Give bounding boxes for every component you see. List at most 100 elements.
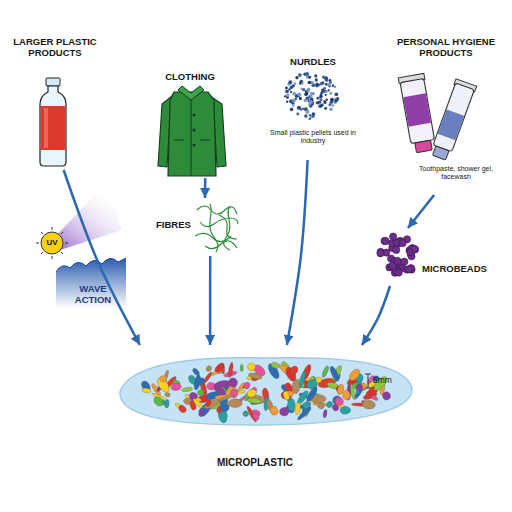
item-heading: MICROPLASTIC <box>115 457 395 469</box>
nurdle-pellets <box>319 95 322 98</box>
nurdle-pellets <box>310 92 314 96</box>
jacket-icon <box>178 86 204 100</box>
nurdle-pellets <box>297 92 301 96</box>
jacket-icon <box>158 86 226 176</box>
nurdle-pellets <box>325 99 327 101</box>
nurdle-pellets <box>314 74 317 77</box>
plastic-fragment <box>302 400 312 409</box>
plastic-fragment <box>205 365 213 373</box>
nurdle-pellets <box>290 108 294 112</box>
sun-symbol <box>61 232 63 234</box>
microbead-cluster <box>395 269 402 276</box>
nurdle-pellets <box>318 101 321 104</box>
nurdle-pellets <box>327 83 331 87</box>
item-heading: CLOTHING <box>145 72 235 83</box>
microbead-cluster <box>382 238 389 245</box>
nurdle-pellets <box>304 114 307 117</box>
sun-symbol <box>65 243 68 244</box>
plastic-fragment <box>155 376 172 395</box>
plastic-fragment <box>362 400 376 410</box>
plastic-pile <box>120 358 412 425</box>
plastic-fragment <box>316 377 322 383</box>
plastic-fragment <box>164 392 170 397</box>
sun-symbol <box>36 243 39 244</box>
fibres-icon <box>205 241 237 249</box>
nurdle-pellets <box>332 104 335 107</box>
microbead-cluster <box>411 246 418 253</box>
plastic-fragment <box>287 398 295 411</box>
nurdle-pellets <box>320 82 324 86</box>
plastic-fragment <box>152 395 165 408</box>
nurdle-pellets <box>286 101 288 103</box>
plastic-fragment <box>193 374 202 390</box>
flow-arrow <box>209 256 212 345</box>
item-description: Toothpaste, shower gel, facewash <box>414 165 498 181</box>
nurdle-pellets <box>324 107 327 110</box>
source-item: LARGER PLASTIC PRODUCTS <box>7 35 103 170</box>
nurdle-pellets <box>332 84 335 87</box>
plastic-fragment <box>160 376 167 382</box>
sun-symbol <box>41 252 43 254</box>
plastic-fragment <box>331 403 340 412</box>
source-item: NURDLESSmall plastic pellets used in ind… <box>268 55 358 160</box>
bottle-icon <box>46 78 60 86</box>
microbead-cluster <box>401 258 408 265</box>
gel-tube <box>432 146 449 160</box>
nurdle-pellets <box>301 82 303 84</box>
bottle-icon <box>41 106 66 150</box>
nurdle-pellets <box>306 88 310 92</box>
item-heading: MICROBEADS <box>422 264 490 275</box>
nurdle-pellets <box>312 115 315 118</box>
plastic-fragment <box>215 394 227 399</box>
gel-tube <box>429 79 477 162</box>
plastic-fragment <box>141 388 151 394</box>
microbead-cluster <box>377 250 384 257</box>
nurdle-pellets <box>334 99 338 103</box>
plastic-fragment <box>192 397 204 409</box>
plastic-fragment <box>282 390 290 400</box>
jacket-icon <box>193 114 196 117</box>
result-item: MICROPLASTIC <box>115 345 415 472</box>
plastic-fragment <box>181 387 193 392</box>
microbead-cluster <box>393 246 400 253</box>
nurdle-pellets <box>330 98 334 102</box>
nurdle-pellets <box>290 91 292 93</box>
nurdle-pellets <box>306 110 309 113</box>
plastic-fragment <box>270 361 280 369</box>
plastic-fragment <box>262 388 269 399</box>
plastic-fragment <box>355 383 364 392</box>
scale-bar <box>365 374 371 375</box>
item-heading: NURDLES <box>268 57 358 68</box>
plastic-fragment <box>248 372 263 381</box>
plastic-fragment <box>288 364 300 376</box>
item-heading: LARGER PLASTIC PRODUCTS <box>7 37 103 59</box>
gel-tube <box>438 109 465 140</box>
plastic-fragment <box>328 365 340 382</box>
flow-arrow <box>64 170 140 345</box>
plastic-fragment <box>228 377 239 388</box>
nurdle-pellets <box>325 94 327 96</box>
wave-symbol <box>56 258 126 272</box>
nurdle-pellets <box>329 92 332 95</box>
wave-symbol <box>56 258 126 308</box>
plastic-fragment <box>295 402 301 415</box>
microbead-cluster <box>388 262 395 269</box>
sun-symbol <box>52 227 53 230</box>
nurdle-pellets <box>308 103 311 106</box>
gel-tube <box>433 83 474 152</box>
plastic-fragment <box>284 382 293 392</box>
scale-bar <box>368 374 369 388</box>
jacket-icon <box>168 92 216 176</box>
sun-symbol <box>52 256 53 259</box>
jacket-icon <box>193 144 196 147</box>
nurdle-pellets <box>316 84 318 86</box>
nurdle-pellets <box>284 95 286 97</box>
plastic-fragment <box>251 412 260 422</box>
nurdle-pellets <box>302 108 304 110</box>
nurdle-pellets <box>324 76 328 80</box>
plastic-fragment <box>171 383 182 392</box>
nurdle-pellets <box>328 89 330 91</box>
